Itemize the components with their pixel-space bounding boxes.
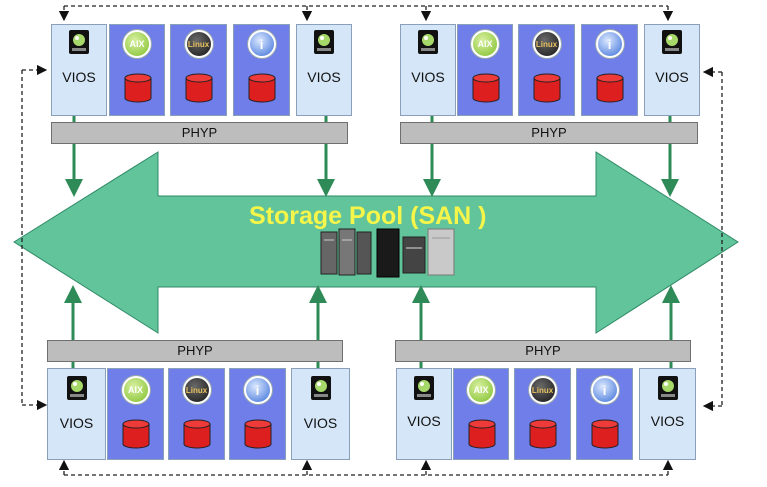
disk-icon [244,419,272,449]
aix-icon: AIX [121,376,150,404]
disk-icon [596,73,624,103]
vios-label: VIOS [655,69,689,85]
migration-path-right [702,66,723,412]
vios-server-icon [418,30,438,54]
disk-icon [183,419,211,449]
hypervisor-bar: PHYP [400,122,698,144]
vios-label: VIOS [307,69,341,85]
hypervisor-bar: PHYP [395,340,691,362]
aix-partition: AIX [109,24,165,116]
linux-partition: Linux [518,24,575,116]
vios-node: VIOS [47,368,106,460]
linux-icon: Linux [184,30,213,58]
vios-node: VIOS [296,24,352,116]
disk-icon [185,73,213,103]
linux-partition: Linux [170,24,227,116]
vios-node: VIOS [396,368,452,460]
vios-label: VIOS [303,415,338,431]
ibm-i-partition: i [576,368,633,460]
vios-server-icon [310,376,331,400]
vios-node: VIOS [51,24,107,116]
aix-partition: AIX [107,368,164,460]
vios-node: VIOS [644,24,700,116]
aix-icon: AIX [467,376,495,404]
migration-path-left [21,64,48,411]
linux-icon: Linux [182,376,211,404]
ibm-i-partition: i [229,368,286,460]
storage-servers-icon [320,228,455,278]
disk-icon [122,419,150,449]
storage-pool-label: Storage Pool (SAN ) [249,202,487,230]
ibm-i-icon: i [247,30,276,58]
storage-pool-arrow [13,151,739,334]
disk-icon [472,73,500,103]
vios-server-icon [69,30,89,54]
vios-server-icon [414,376,434,400]
migration-path-bottom [58,459,674,476]
linux-partition: Linux [168,368,225,460]
disk-icon [533,73,561,103]
vios-label: VIOS [411,69,445,85]
vios-label: VIOS [407,413,441,429]
disk-icon [468,419,496,449]
vios-label: VIOS [62,69,96,85]
aix-partition: AIX [453,368,509,460]
vios-label: VIOS [650,413,685,429]
hypervisor-bar: PHYP [47,340,343,362]
linux-partition: Linux [514,368,571,460]
aix-icon: AIX [471,30,499,58]
vios-label: VIOS [59,415,94,431]
vios-node: VIOS [400,24,456,116]
vios-server-icon [66,376,87,400]
vios-node: VIOS [639,368,696,460]
linux-icon: Linux [532,30,561,58]
ibm-i-icon: i [595,30,624,58]
migration-path-top [58,5,674,22]
ibm-i-icon: i [243,376,272,404]
ibm-i-partition: i [581,24,638,116]
linux-icon: Linux [528,376,557,404]
ibm-i-partition: i [233,24,290,116]
aix-partition: AIX [457,24,513,116]
vios-server-icon [662,30,682,54]
hypervisor-bar: PHYP [51,122,348,144]
vios-node: VIOS [291,368,350,460]
aix-icon: AIX [123,30,151,58]
disk-icon [529,419,557,449]
disk-icon [248,73,276,103]
vios-server-icon [657,376,678,400]
vios-server-icon [314,30,334,54]
disk-icon [124,73,152,103]
ibm-i-icon: i [590,376,619,404]
disk-icon [591,419,619,449]
